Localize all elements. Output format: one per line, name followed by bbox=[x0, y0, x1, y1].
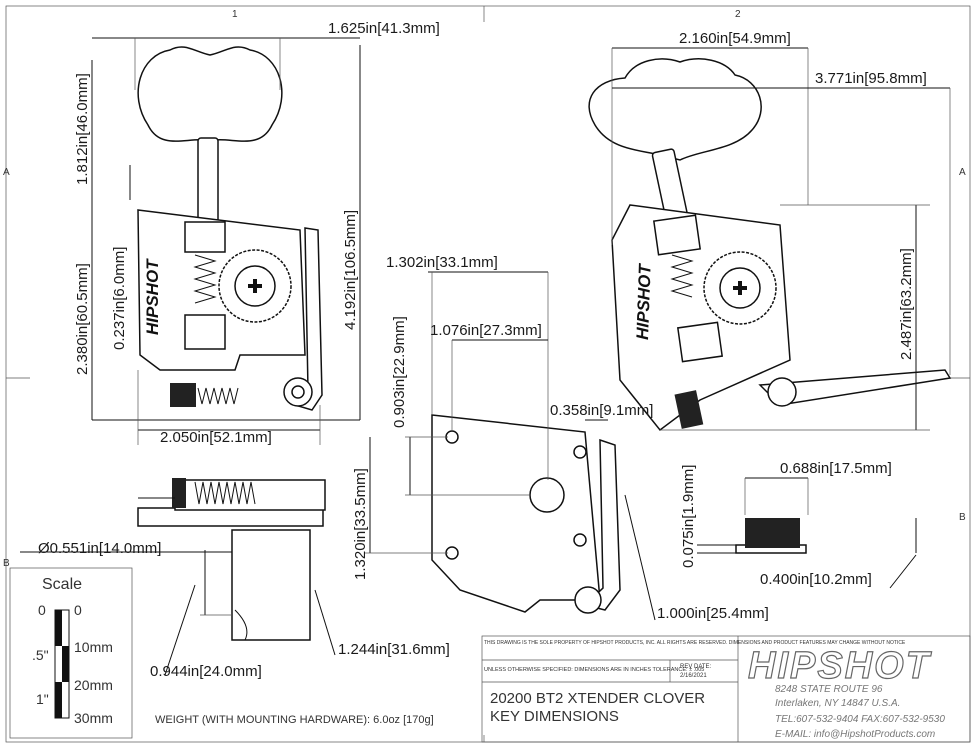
side-worm-spring bbox=[670, 254, 694, 298]
dim-side-height: 2.487in[63.2mm] bbox=[898, 248, 915, 360]
dim-body-height: 2.380in[60.5mm] bbox=[74, 263, 91, 375]
scale-mm-10: 10mm bbox=[74, 639, 113, 655]
back-lever-pivot bbox=[574, 586, 602, 614]
address-line2: Interlaken, NY 14847 U.S.A. bbox=[775, 698, 900, 709]
scale-in-0: 0 bbox=[38, 602, 46, 618]
side-body-engraving: HIPSHOT bbox=[633, 262, 655, 340]
dim-front-width: 1.625in[41.3mm] bbox=[328, 20, 440, 37]
weight-note: WEIGHT (WITH MOUNTING HARDWARE): 6.0oz [… bbox=[155, 714, 434, 726]
dim-bushing-thickness: 0.075in[1.9mm] bbox=[680, 465, 697, 568]
post-hole bbox=[529, 477, 565, 513]
key-stem bbox=[197, 137, 219, 229]
zone-row-b-left: B bbox=[3, 558, 10, 569]
side-screw-knob bbox=[674, 390, 704, 429]
dim-offset: 0.237in[6.0mm] bbox=[111, 247, 128, 350]
side-clover-key bbox=[588, 58, 762, 161]
drawing-title-line1: 20200 BT2 XTENDER CLOVER bbox=[490, 690, 705, 707]
scale-mm-0: 0 bbox=[74, 602, 82, 618]
scale-bar-inch-black-2 bbox=[55, 682, 62, 718]
scale-box: Scale 0 .5" 1" 0 10mm 20mm 30mm bbox=[9, 567, 133, 739]
tolerance-text: UNLESS OTHERWISE SPECIFIED: DIMENSIONS A… bbox=[484, 667, 704, 673]
back-lever bbox=[583, 438, 621, 611]
scale-title: Scale bbox=[42, 576, 82, 593]
worm-upper bbox=[184, 221, 226, 253]
title-block: THIS DRAWING IS THE SOLE PROPERTY OF HIP… bbox=[481, 635, 971, 743]
screw-thread bbox=[197, 387, 239, 405]
side-lever-pivot bbox=[767, 377, 797, 407]
scale-bar-mm-black-1 bbox=[62, 646, 69, 682]
side-gear-hub-cross bbox=[733, 281, 747, 295]
front-view: HIPSHOT bbox=[91, 37, 361, 445]
screw-knob bbox=[170, 383, 196, 407]
dim-side-width: 2.160in[54.9mm] bbox=[679, 30, 791, 47]
dim-bushing-od: 0.688in[17.5mm] bbox=[780, 460, 892, 477]
mount-hole-right-bottom bbox=[573, 533, 587, 547]
drawing-title-line2: KEY DIMENSIONS bbox=[490, 708, 619, 725]
dim-post-diameter: Ø0.551in[14.0mm] bbox=[38, 540, 161, 557]
bushing-view bbox=[697, 477, 917, 589]
string-post bbox=[231, 529, 311, 641]
email: E-MAIL: info@HipshotProducts.com bbox=[775, 729, 935, 740]
side-worm-lower bbox=[676, 321, 724, 363]
notice-text: THIS DRAWING IS THE SOLE PROPERTY OF HIP… bbox=[484, 640, 906, 646]
scale-in-half: .5" bbox=[32, 647, 49, 663]
dim-post-length: 1.244in[31.6mm] bbox=[338, 641, 450, 658]
hipshot-logo: HIPSHOT bbox=[748, 645, 932, 687]
zone-col-1: 1 bbox=[232, 9, 238, 20]
back-view bbox=[365, 271, 656, 621]
bottom-view bbox=[20, 478, 336, 676]
rev-label: REV DATE: bbox=[680, 664, 712, 670]
dim-body-width: 2.050in[52.1mm] bbox=[160, 429, 272, 446]
back-plate bbox=[431, 414, 601, 613]
scale-mm-30: 30mm bbox=[74, 710, 113, 726]
phone-fax: TEL:607-532-9404 FAX:607-532-9530 bbox=[775, 714, 945, 725]
bushing-knurl bbox=[745, 518, 800, 548]
zone-row-a-left: A bbox=[3, 167, 10, 178]
bottom-thread bbox=[194, 481, 256, 505]
dim-front-height: 4.192in[106.5mm] bbox=[342, 210, 359, 330]
side-view: HIPSHOT bbox=[588, 47, 952, 432]
mount-hole-right-top bbox=[573, 445, 587, 459]
scale-bar-inch-black-1 bbox=[55, 610, 62, 646]
body-engraving: HIPSHOT bbox=[143, 258, 162, 335]
zone-row-b-right: B bbox=[959, 512, 966, 523]
zone-col-2: 2 bbox=[735, 9, 741, 20]
side-worm-upper bbox=[652, 214, 702, 256]
scale-mm-20: 20mm bbox=[74, 677, 113, 693]
dim-hole-x2: 1.076in[27.3mm] bbox=[430, 322, 542, 339]
scale-in-1: 1" bbox=[36, 691, 49, 707]
worm-lower bbox=[184, 314, 226, 350]
gear-hub-cross bbox=[248, 279, 262, 293]
worm-spring bbox=[193, 254, 217, 304]
rev-date: 2/16/2021 bbox=[680, 673, 707, 679]
dim-bushing-height: 0.400in[10.2mm] bbox=[760, 571, 872, 588]
dim-key-height: 1.812in[46.0mm] bbox=[74, 73, 91, 185]
post-slot bbox=[234, 609, 248, 641]
dim-post-length2: 0.944in[24.0mm] bbox=[150, 663, 262, 680]
lever-pivot-inner bbox=[291, 385, 305, 399]
dim-hole-x1: 1.302in[33.1mm] bbox=[386, 254, 498, 271]
zone-row-a-right: A bbox=[959, 167, 966, 178]
clover-key bbox=[137, 46, 283, 142]
dim-hole-y1: 0.903in[22.9mm] bbox=[391, 316, 408, 428]
dim-side-total: 3.771in[95.8mm] bbox=[815, 70, 927, 87]
bottom-knob bbox=[172, 478, 186, 508]
address-line1: 8248 STATE ROUTE 96 bbox=[775, 684, 883, 695]
dim-lever-offset: 0.358in[9.1mm] bbox=[550, 402, 653, 419]
dim-lever-length: 1.000in[25.4mm] bbox=[657, 605, 769, 622]
dim-hole-y2: 1.320in[33.5mm] bbox=[352, 468, 369, 580]
